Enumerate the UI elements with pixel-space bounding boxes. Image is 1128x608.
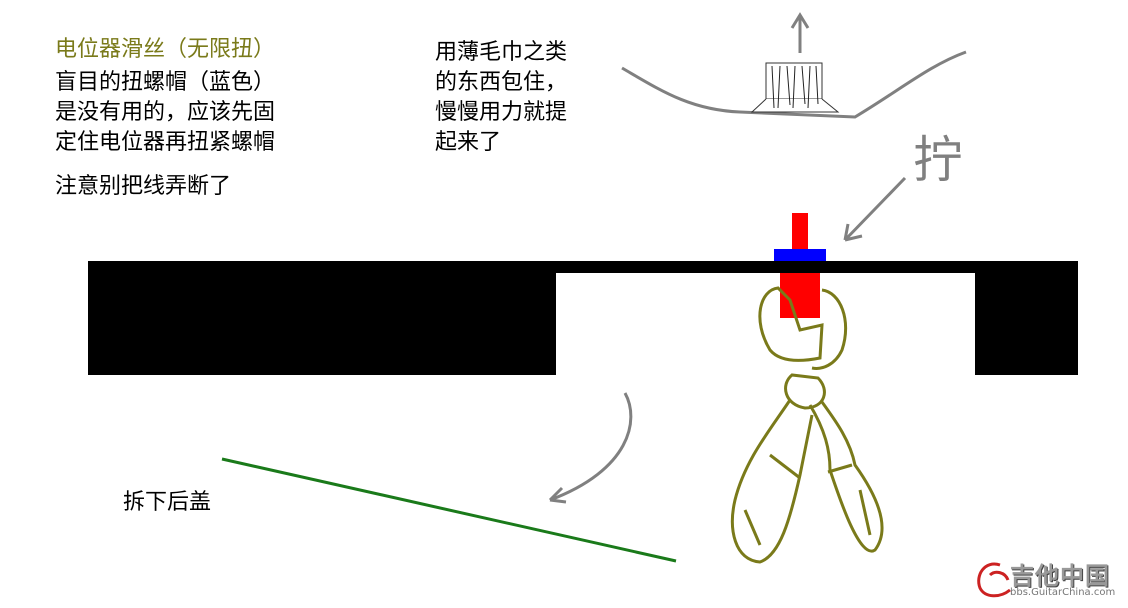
remove-cover-label: 拆下后盖 <box>123 490 212 515</box>
back-cover-line <box>221 457 677 563</box>
note-line: 定住电位器再扭紧螺帽 <box>55 130 276 155</box>
note-line: 是没有用的，应该先固 <box>55 100 276 125</box>
watermark: 吉他中国 bbs.GuitarChina.com <box>1010 556 1115 598</box>
method-line: 用薄毛巾之类 <box>435 40 568 65</box>
note-line: 盲目的扭螺帽（蓝色） <box>55 70 276 95</box>
warning-note: 注意别把线弄断了 <box>55 174 232 199</box>
watermark-url: bbs.GuitarChina.com <box>1010 587 1116 598</box>
method-line: 慢慢用力就提 <box>435 100 568 125</box>
twist-arrow-icon <box>843 176 907 242</box>
knob-icon <box>750 62 840 113</box>
potentiometer-knob-shaft <box>792 213 808 249</box>
remove-arrow-icon <box>548 392 633 504</box>
method-line: 的东西包住， <box>435 70 568 95</box>
pickguard-plate <box>88 261 1078 375</box>
diagram-title: 电位器滑丝（无限扭） <box>55 37 276 62</box>
twist-label: 拧 <box>913 131 963 189</box>
pliers-icon <box>731 286 884 564</box>
up-arrow-icon <box>790 12 810 53</box>
watermark-dragon-icon <box>977 562 1011 598</box>
method-line: 起来了 <box>435 130 502 155</box>
nut <box>774 249 826 261</box>
towel-curve <box>621 50 967 119</box>
watermark-name: 吉他中国 <box>1010 562 1110 590</box>
